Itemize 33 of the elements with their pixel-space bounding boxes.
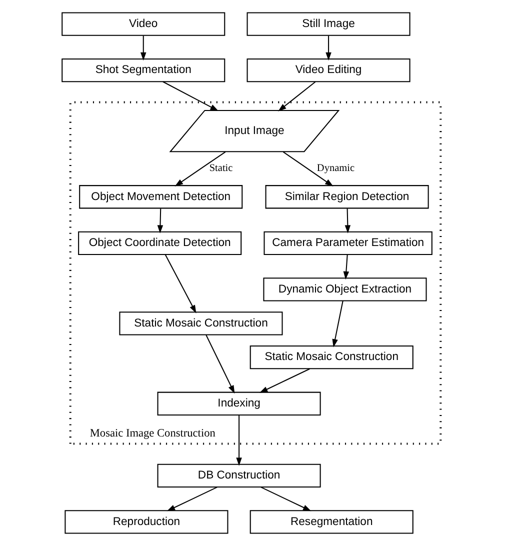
node-box: DB Construction (156, 464, 320, 488)
arrow (325, 36, 331, 61)
node-box: Object Movement Detection (78, 185, 242, 209)
node-box: Static Mosaic Construction (249, 346, 413, 370)
node-box: Still Image (246, 12, 410, 36)
arrow (140, 36, 146, 61)
node-box: Similar Region Detection (264, 185, 428, 209)
arrow (278, 81, 316, 112)
node-box: Shot Segmentation (61, 58, 225, 82)
node-box: Video Editing (246, 58, 410, 82)
arrow (174, 151, 226, 186)
node-box: Dynamic Object Extraction (262, 278, 426, 302)
arrow (236, 414, 242, 466)
node-box: Indexing (156, 392, 320, 416)
arrow (258, 368, 310, 393)
node-box: Resegmentation (249, 510, 413, 534)
arrow (156, 208, 163, 234)
node-box: Static Mosaic Construction (118, 312, 282, 336)
node-box: Video (61, 12, 225, 36)
edge-label: Static (208, 163, 232, 174)
arrow (342, 254, 349, 280)
arrow (260, 486, 311, 512)
arrow (162, 81, 218, 112)
arrow (166, 486, 217, 512)
edge-label: Dynamic (316, 163, 354, 174)
arrow (282, 151, 333, 186)
node-box: Object Coordinate Detection (78, 231, 242, 255)
arrow (344, 208, 350, 234)
node-box: Camera Parameter Estimation (263, 231, 432, 255)
node-box: Reproduction (64, 510, 228, 534)
arrow (205, 334, 234, 394)
arrow (164, 254, 196, 314)
arrow (332, 300, 343, 348)
